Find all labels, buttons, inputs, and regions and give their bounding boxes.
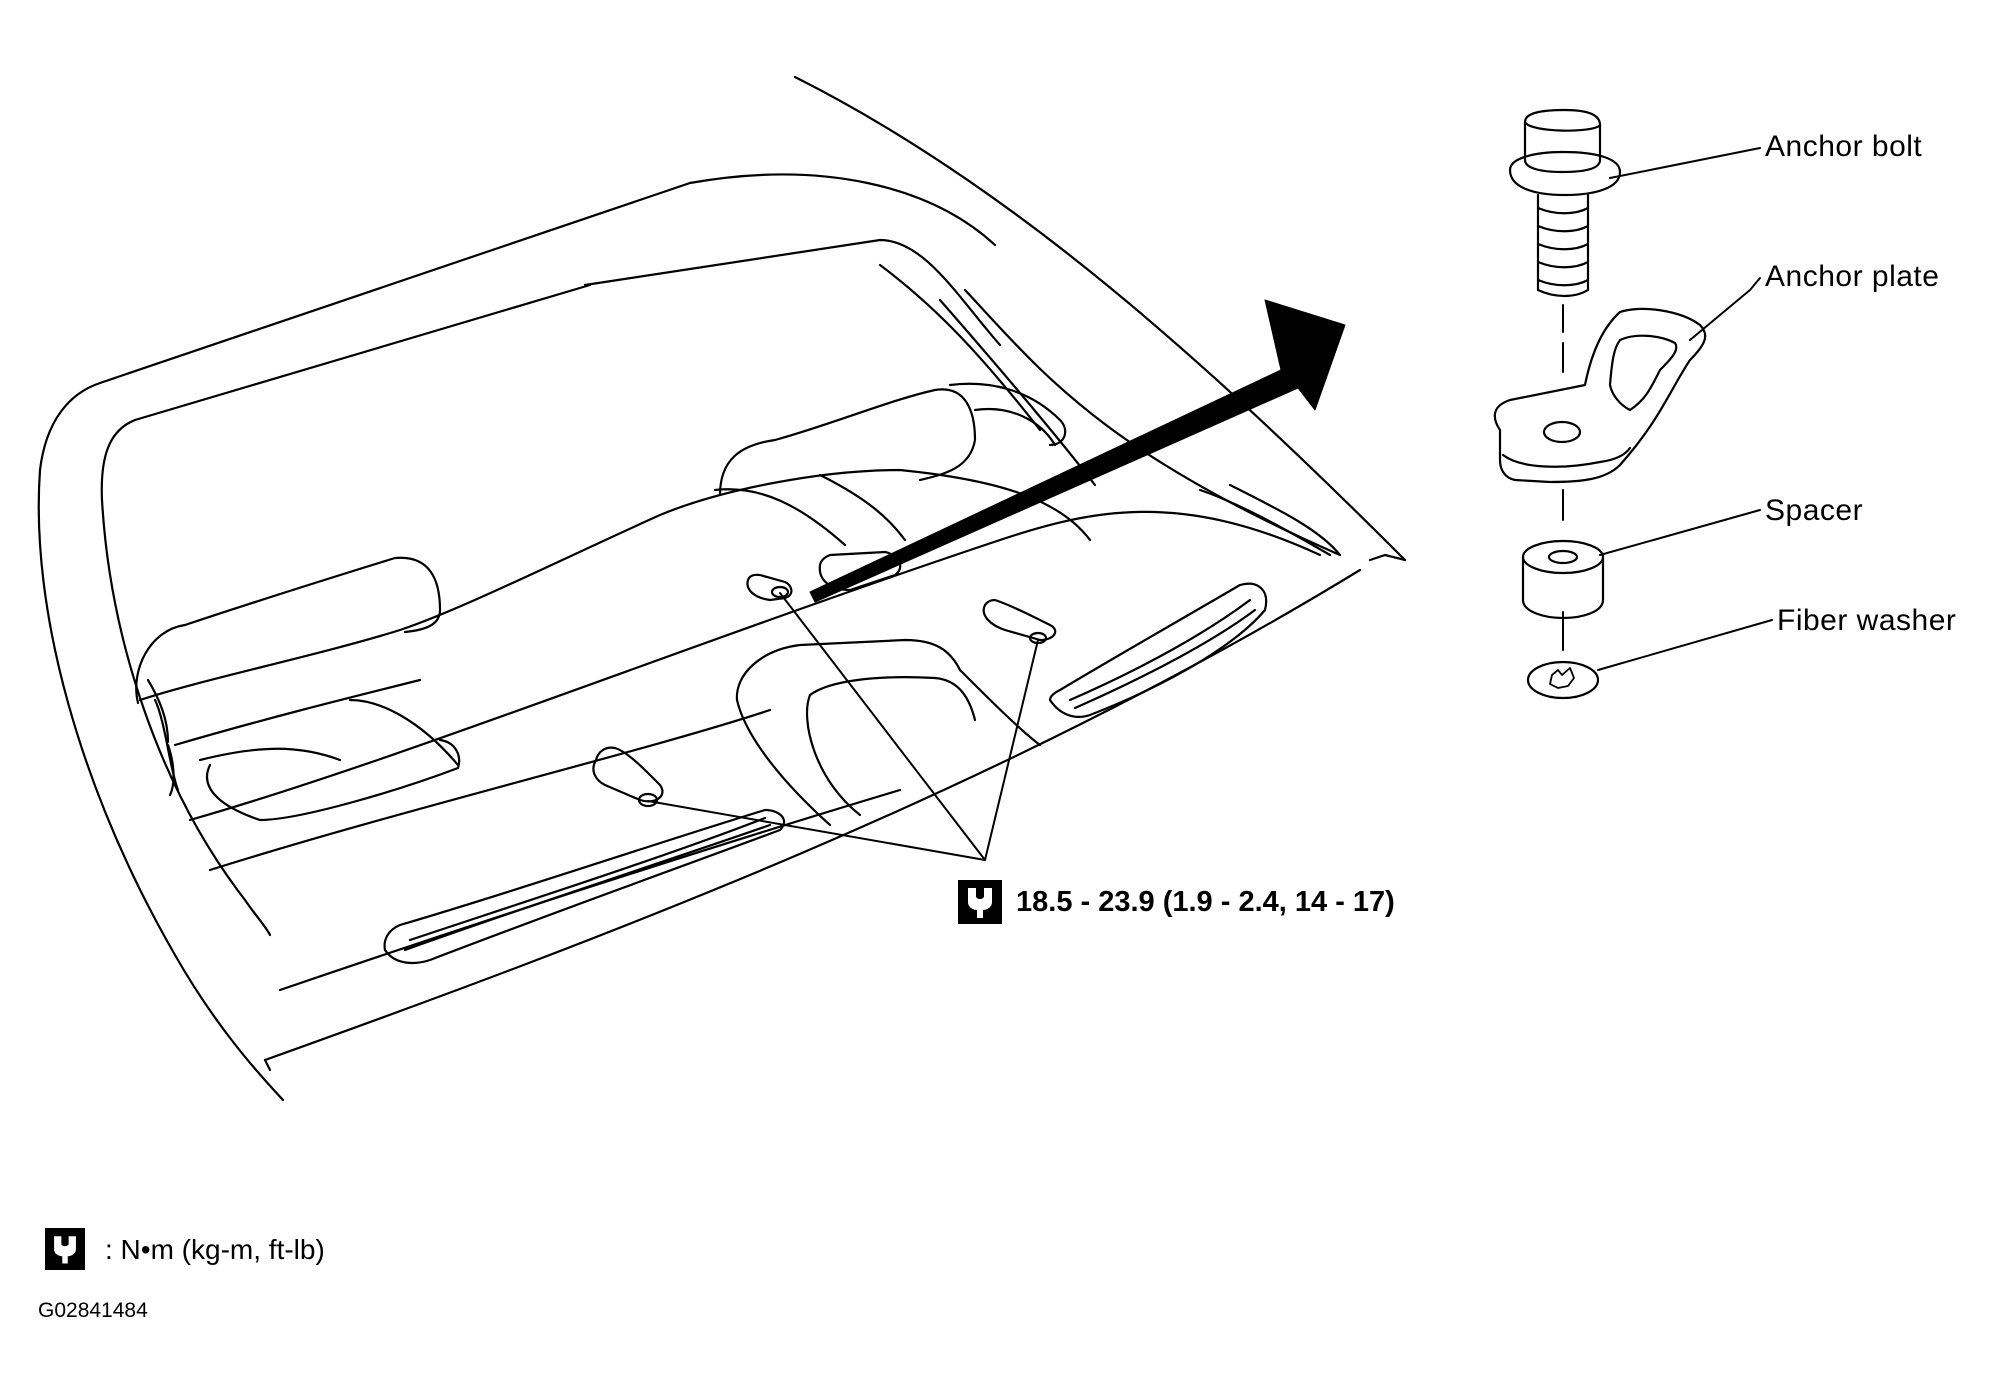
label-anchor-bolt: Anchor bolt — [1765, 130, 1923, 163]
callout-arrow — [809, 299, 1346, 603]
part-leader-lines — [1597, 147, 1773, 671]
torque-leader-lines — [647, 592, 1039, 861]
anchor-plate — [1493, 307, 1707, 484]
torque-value: 18.5 - 23.9 (1.9 - 2.4, 14 - 17) — [1016, 886, 1395, 918]
units-legend-text: : N•m (kg-m, ft-lb) — [105, 1234, 325, 1265]
label-spacer: Spacer — [1765, 494, 1864, 527]
rear-seatback — [135, 382, 1092, 797]
label-anchor-plate: Anchor plate — [1765, 260, 1940, 293]
spacer — [1521, 539, 1605, 620]
torque-wrench-legend-icon — [45, 1228, 85, 1270]
label-fiber-washer: Fiber washer — [1777, 604, 1957, 637]
parcel-shelf — [188, 483, 1407, 992]
torque-wrench-icon — [958, 880, 1002, 924]
vehicle-rear-window-outline — [37, 75, 1407, 1102]
anchor-bolt — [1508, 108, 1622, 298]
figure-code: G02841484 — [38, 1299, 148, 1322]
fiber-washer — [1526, 660, 1600, 700]
